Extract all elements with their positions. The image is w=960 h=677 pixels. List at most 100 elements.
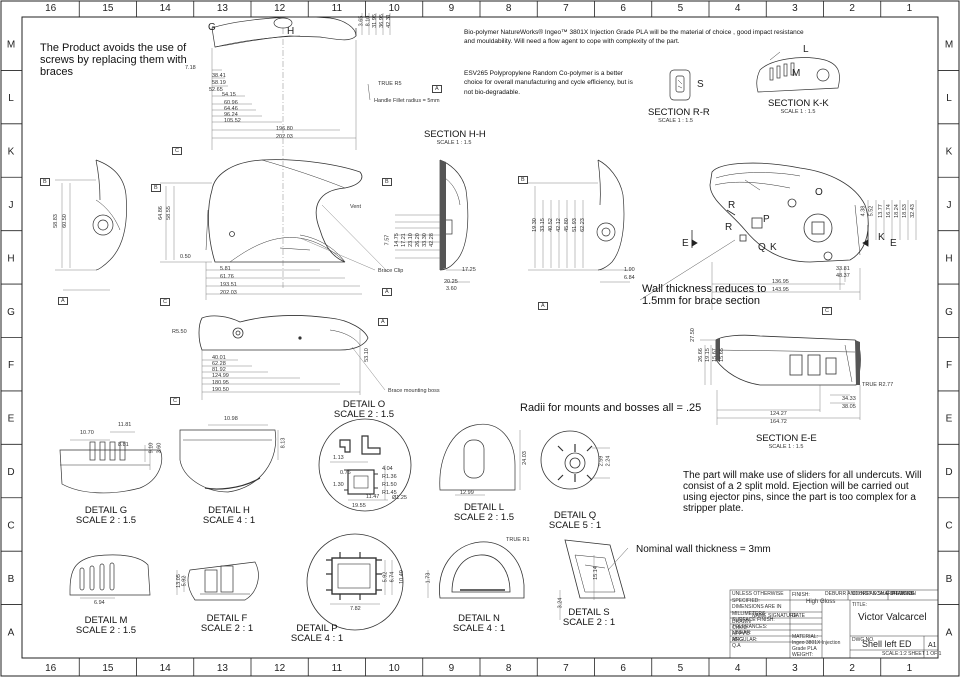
dim: 62.23 [579, 218, 586, 232]
dim: 58.55 [165, 206, 172, 220]
view-letter-s: S [697, 79, 704, 90]
view-letter-l: L [803, 44, 809, 55]
row-label-right: A [946, 627, 953, 638]
tb-row-name: NAME [752, 613, 767, 619]
view-letter-r2: R [725, 222, 733, 233]
dim: 15.67 [711, 348, 718, 362]
tb-no-scale: DO NOT SCALE DRAWING [852, 591, 915, 597]
row-label-left: A [8, 627, 15, 638]
note-sliders: The part will make use of sliders for al… [683, 470, 922, 514]
row-label-left: D [7, 467, 14, 478]
view-letter-e2: E [890, 238, 897, 249]
col-label-top: 2 [849, 3, 855, 14]
dim: 20.25 [444, 279, 458, 285]
detail-s-drawing [559, 539, 626, 620]
datum-b-section: B [382, 178, 392, 187]
tb-role-appvd: APPV'D [732, 631, 750, 637]
zone-labels: 1616151514141313121211111010998877665544… [7, 3, 953, 674]
row-label-left: M [7, 40, 15, 51]
dim: 9.10 [148, 442, 155, 454]
tb-revision: REVISION [892, 591, 916, 597]
col-label-bottom: 16 [45, 663, 57, 674]
dim: 40.52 [547, 218, 554, 232]
dim: 52.65 [209, 87, 223, 93]
datum-c-front: C [160, 298, 170, 307]
row-label-left: J [9, 200, 14, 211]
row-label-left: L [8, 93, 14, 104]
tb-material: Ingeo 3801X Injection Grade PLA [792, 640, 841, 652]
col-label-bottom: 9 [449, 663, 455, 674]
col-label-top: 14 [160, 3, 172, 14]
view-letter-e1: E [682, 238, 689, 249]
detail-n-drawing [427, 541, 525, 599]
tb-notes: UNLESS OTHERWISE SPECIFIED:DIMENSIONS AR… [732, 591, 784, 643]
view-letter-m: M [792, 68, 801, 79]
dim: R1.36 [382, 474, 397, 480]
col-label-bottom: 1 [907, 663, 913, 674]
dim: 5.92 [382, 571, 389, 583]
datum-c-plan: C [170, 397, 180, 406]
dim: 32.43 [909, 204, 916, 218]
datum-b-left: B [40, 178, 50, 187]
section-ee-view [700, 334, 861, 425]
datum-a-section: A [382, 288, 392, 297]
dim: 7.18 [185, 65, 196, 71]
detail-f-drawing [176, 561, 259, 601]
dim: TRUE R1 [506, 537, 530, 543]
tb-role-qa: Q.A [732, 643, 741, 649]
dim: 3.65 [358, 15, 365, 27]
dim: 196.80 [276, 126, 293, 132]
col-label-bottom: 12 [274, 663, 286, 674]
dim: 143.95 [772, 287, 789, 293]
col-label-bottom: 7 [563, 663, 569, 674]
dim: 5.81 [220, 266, 231, 272]
dim: 193.51 [220, 282, 237, 288]
datum-b-right: B [518, 176, 528, 185]
col-label-bottom: 11 [332, 663, 343, 674]
dim: R5.50 [172, 329, 187, 335]
dim: 38.05 [842, 404, 856, 410]
dim: TRUE R5 [378, 81, 402, 87]
tb-size: A1 [928, 642, 937, 649]
col-label-top: 13 [217, 3, 229, 14]
dim: 8.81 [118, 442, 129, 448]
col-label-top: 15 [102, 3, 114, 14]
dim: 36.95 [378, 14, 385, 28]
dim: 17.21 [400, 233, 407, 247]
dim: 5.92 [181, 575, 188, 587]
col-label-top: 8 [506, 3, 512, 14]
tb-row-sign: SIGNATURE [768, 613, 797, 619]
leader-lines [367, 83, 736, 571]
dim: 8.13 [280, 437, 287, 449]
dim: 3.60 [446, 286, 457, 292]
note-material-pla: Bio-polymer NatureWorks® Ingeo™ 3801X In… [464, 29, 804, 46]
dim: 6.84 [624, 275, 635, 281]
dim: 7.82 [350, 606, 361, 612]
dim: R1.45 [382, 490, 397, 496]
row-label-left: E [8, 414, 15, 425]
note-vent: Vent [350, 204, 362, 210]
title-block-frame [729, 589, 939, 659]
row-label-left: F [8, 360, 14, 371]
tb-drawing-name: Shell left ED [862, 639, 912, 649]
row-label-right: G [945, 307, 953, 318]
dim: 54.15 [222, 92, 236, 98]
dim: Ø1.25 [392, 495, 407, 501]
row-label-right: J [947, 200, 952, 211]
dim: 61.76 [220, 274, 234, 280]
tb-author-name: Victor Valcarcel [858, 612, 927, 623]
dim: 33.15 [539, 218, 546, 232]
dim: 136.95 [772, 279, 789, 285]
dim: 40.01 [212, 355, 226, 361]
dim: 2.59 [598, 455, 605, 467]
col-label-top: 11 [332, 3, 343, 14]
col-label-bottom: 8 [506, 663, 512, 674]
dim: 58.19 [212, 80, 226, 86]
dim: 4.38 [860, 205, 867, 217]
dim: 18.53 [901, 204, 908, 218]
